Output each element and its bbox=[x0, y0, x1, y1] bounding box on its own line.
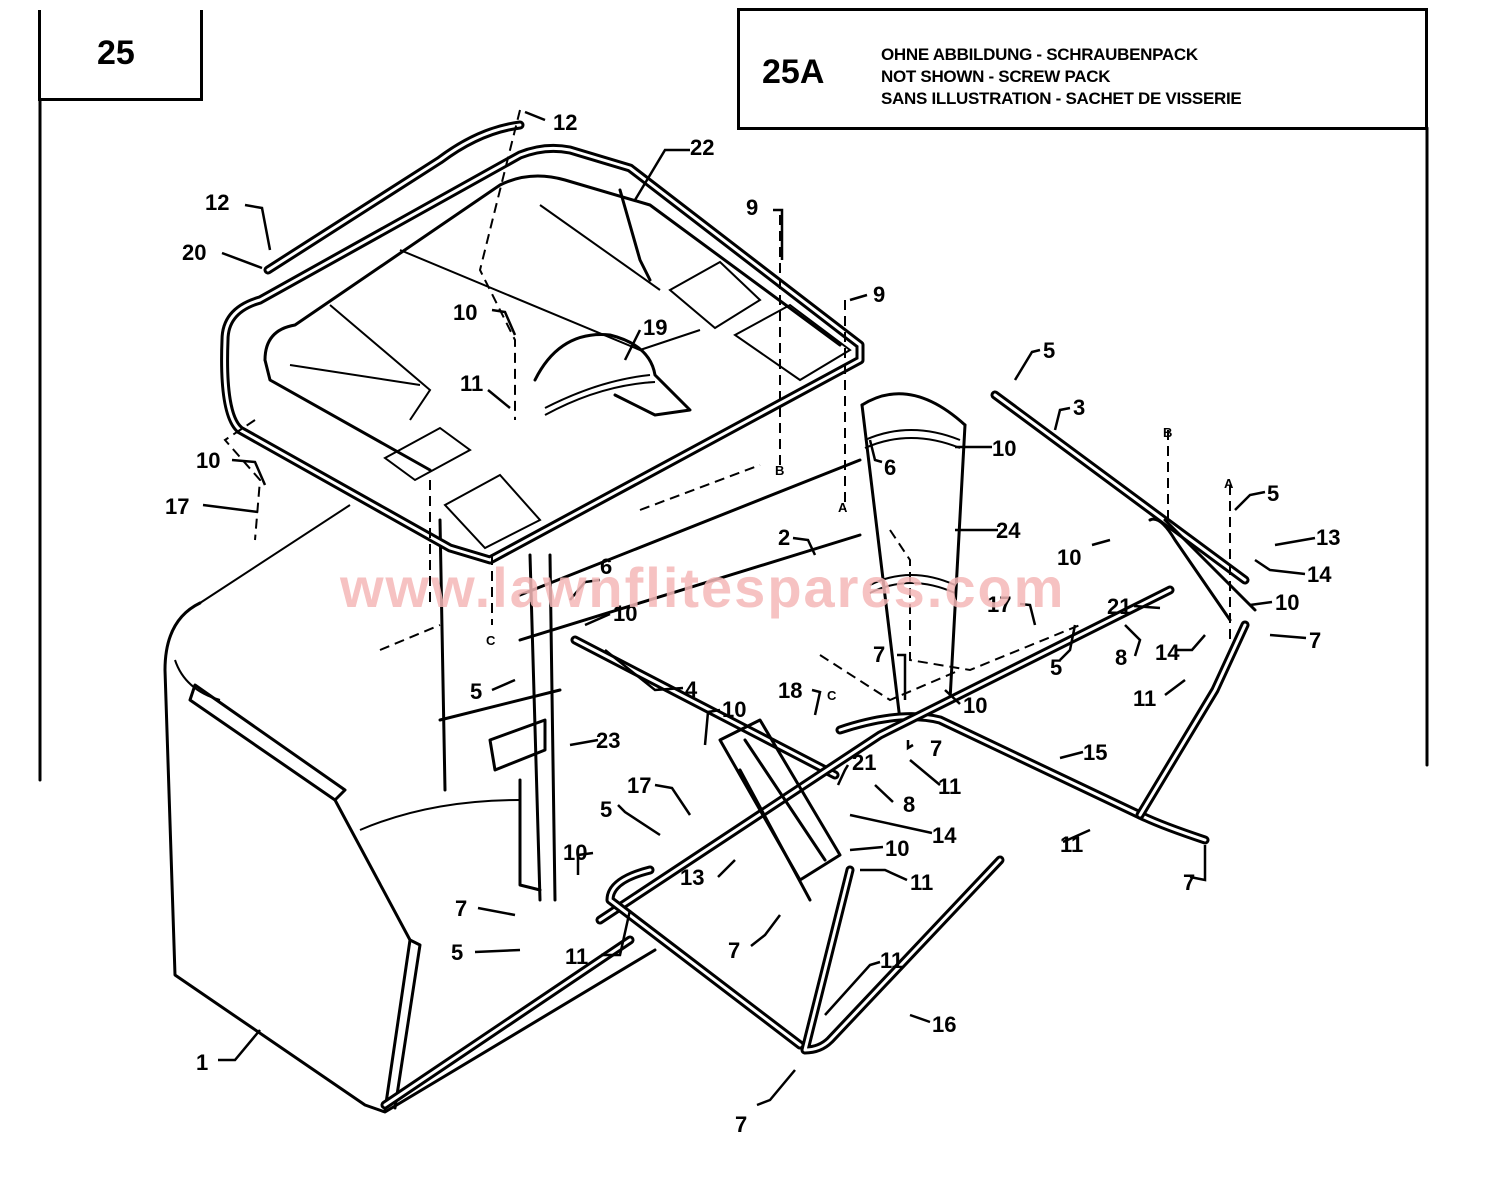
part-18-hinge bbox=[718, 718, 842, 902]
not-shown-line-de: OHNE ABBILDUNG - SCHRAUBENPACK bbox=[881, 45, 1198, 64]
callout-11: 11 bbox=[1133, 686, 1156, 711]
callout-21: 21 bbox=[852, 750, 876, 775]
callout-7: 7 bbox=[873, 642, 885, 667]
callout-7: 7 bbox=[455, 896, 467, 921]
callout-10: 10 bbox=[453, 300, 477, 325]
leader-lines bbox=[202, 110, 1316, 1107]
part-4-rod bbox=[570, 635, 840, 780]
watermark: www.lawnflitespares.com bbox=[340, 556, 1066, 619]
callout-10: 10 bbox=[992, 436, 1016, 461]
callout-5: 5 bbox=[1043, 338, 1055, 363]
ref-letter-c: C bbox=[486, 633, 496, 648]
part-16-frame bbox=[380, 855, 1005, 1110]
callout-7: 7 bbox=[930, 736, 942, 761]
callout-10: 10 bbox=[563, 840, 587, 865]
callout-7: 7 bbox=[735, 1112, 747, 1137]
callout-10: 10 bbox=[963, 693, 987, 718]
callout-11: 11 bbox=[1060, 832, 1083, 857]
callout-5: 5 bbox=[1050, 655, 1062, 680]
callout-8: 8 bbox=[1115, 645, 1127, 670]
not-shown-line-fr: SANS ILLUSTRATION - SACHET DE VISSERIE bbox=[881, 89, 1242, 108]
callout-11: 11 bbox=[880, 948, 903, 973]
callout-20: 20 bbox=[182, 240, 206, 265]
callout-15: 15 bbox=[1083, 740, 1107, 765]
callout-1: 1 bbox=[196, 1050, 208, 1075]
part-24-chute bbox=[860, 392, 967, 722]
callout-6: 6 bbox=[600, 554, 612, 579]
not-shown-number: 25A bbox=[762, 53, 825, 91]
callout-9: 9 bbox=[873, 282, 885, 307]
callout-11: 11 bbox=[565, 944, 588, 969]
callout-14: 14 bbox=[1155, 640, 1180, 665]
callout-10: 10 bbox=[613, 601, 637, 626]
callout-14: 14 bbox=[1307, 562, 1332, 587]
not-shown-box: 25A OHNE ABBILDUNG - SCHRAUBENPACK NOT S… bbox=[737, 8, 1428, 130]
callout-13: 13 bbox=[680, 865, 704, 890]
callout-7: 7 bbox=[728, 938, 740, 963]
figure-number-box: 25 bbox=[38, 10, 203, 101]
callout-16: 16 bbox=[932, 1012, 956, 1037]
part-23-bracket bbox=[488, 553, 557, 902]
callout-13: 13 bbox=[1316, 525, 1340, 550]
part-3-rod bbox=[990, 390, 1250, 585]
callout-11: 11 bbox=[938, 774, 961, 799]
part-20-handle bbox=[263, 120, 525, 275]
callout-18: 18 bbox=[778, 678, 802, 703]
callout-5: 5 bbox=[1267, 481, 1279, 506]
callout-10: 10 bbox=[1057, 545, 1081, 570]
not-shown-line-en: NOT SHOWN - SCREW PACK bbox=[881, 67, 1111, 86]
right-bracket bbox=[1148, 517, 1257, 622]
callouts: 12 22 12 20 9 9 10 19 11 10 17 5 3 10 6 … bbox=[165, 110, 1340, 1137]
callout-19: 19 bbox=[643, 315, 667, 340]
callout-11: 11 bbox=[910, 870, 933, 895]
alignment-lines bbox=[223, 109, 1231, 702]
part-1-bag bbox=[163, 504, 657, 1114]
callout-14: 14 bbox=[932, 823, 957, 848]
part-22-lid bbox=[220, 143, 865, 565]
callout-10: 10 bbox=[885, 836, 909, 861]
callout-5: 5 bbox=[600, 797, 612, 822]
callout-10: 10 bbox=[1275, 590, 1299, 615]
callout-17: 17 bbox=[627, 773, 651, 798]
callout-4: 4 bbox=[685, 677, 698, 702]
callout-17: 17 bbox=[987, 592, 1011, 617]
ref-letter-b2: B bbox=[1163, 425, 1172, 440]
callout-5: 5 bbox=[451, 940, 463, 965]
callout-10: 10 bbox=[722, 697, 746, 722]
callout-22: 22 bbox=[690, 135, 714, 160]
callout-7: 7 bbox=[1309, 628, 1321, 653]
callout-21: 21 bbox=[1107, 594, 1131, 619]
ref-letter-b: B bbox=[775, 463, 784, 478]
not-shown-text: OHNE ABBILDUNG - SCHRAUBENPACK NOT SHOWN… bbox=[881, 44, 1242, 110]
callout-12: 12 bbox=[205, 190, 229, 215]
callout-11: 11 bbox=[460, 371, 483, 396]
callout-24: 24 bbox=[996, 518, 1021, 543]
callout-23: 23 bbox=[596, 728, 620, 753]
callout-7: 7 bbox=[1183, 870, 1195, 895]
callout-10: 10 bbox=[196, 448, 220, 473]
ref-letter-a: A bbox=[838, 500, 848, 515]
callout-12: 12 bbox=[553, 110, 577, 135]
callout-17: 17 bbox=[165, 494, 189, 519]
ref-letter-a2: A bbox=[1224, 476, 1234, 491]
callout-8: 8 bbox=[903, 792, 915, 817]
part-2-panel bbox=[438, 458, 862, 792]
callout-9: 9 bbox=[746, 195, 758, 220]
callout-3: 3 bbox=[1073, 395, 1085, 420]
callout-5: 5 bbox=[470, 679, 482, 704]
figure-number: 25 bbox=[97, 34, 135, 72]
callout-2: 2 bbox=[778, 525, 790, 550]
callout-6: 6 bbox=[884, 455, 896, 480]
ref-letter-c2: C bbox=[827, 688, 837, 703]
